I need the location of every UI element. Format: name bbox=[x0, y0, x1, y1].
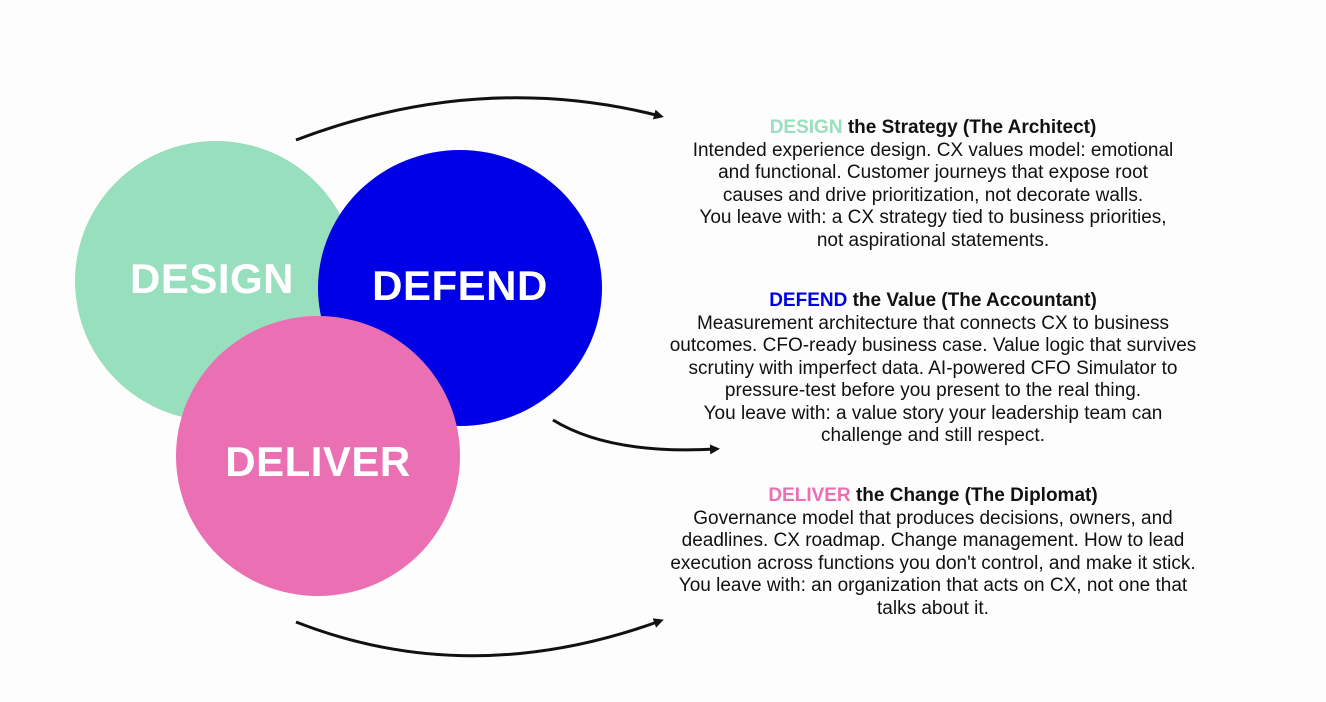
design-circle-label: DESIGN bbox=[130, 255, 294, 302]
arrow-to-deliver bbox=[295, 618, 664, 658]
defend-circle-label: DEFEND bbox=[372, 262, 548, 309]
design-line: and functional. Customer journeys that e… bbox=[718, 162, 1148, 183]
defend-title-rest: the Value (The Accountant) bbox=[847, 290, 1097, 311]
deliver-line: execution across functions you don't con… bbox=[670, 552, 1196, 574]
deliver-line: talks about it. bbox=[877, 597, 989, 619]
design-line: You leave with: a CX strategy tied to bu… bbox=[699, 207, 1167, 228]
arrow-to-defend bbox=[552, 418, 720, 455]
defend-section: DEFEND the Value (The Accountant) Measur… bbox=[623, 290, 1243, 448]
defend-section-title: DEFEND the Value (The Accountant) bbox=[623, 290, 1243, 313]
design-line: not aspirational statements. bbox=[816, 229, 1050, 251]
arrow-to-design bbox=[295, 96, 664, 142]
deliver-line: deadlines. CX roadmap. Change management… bbox=[681, 530, 1185, 551]
deliver-keyword: DELIVER bbox=[768, 485, 851, 506]
defend-line: pressure-test before you present to the … bbox=[724, 380, 1142, 401]
deliver-title-rest: the Change (The Diplomat) bbox=[850, 485, 1098, 506]
design-title-rest: the Strategy (The Architect) bbox=[842, 117, 1097, 138]
defend-line: Measurement architecture that connects C… bbox=[696, 312, 1170, 334]
design-line: causes and drive prioritization, not dec… bbox=[722, 184, 1144, 206]
defend-line: challenge and still respect. bbox=[821, 425, 1045, 446]
defend-line: outcomes. CFO-ready business case. Value… bbox=[669, 335, 1197, 356]
deliver-circle-label: DELIVER bbox=[225, 438, 411, 485]
defend-line: scrutiny with imperfect data. AI-powered… bbox=[688, 357, 1178, 379]
deliver-line: You leave with: an organization that act… bbox=[678, 575, 1188, 596]
defend-keyword: DEFEND bbox=[769, 290, 848, 311]
deliver-section: DELIVER the Change (The Diplomat) Govern… bbox=[623, 485, 1243, 620]
design-line: Intended experience design. CX values mo… bbox=[692, 139, 1174, 161]
deliver-section-title: DELIVER the Change (The Diplomat) bbox=[623, 485, 1243, 508]
design-keyword: DESIGN bbox=[769, 117, 843, 138]
deliver-line: Governance model that produces decisions… bbox=[693, 507, 1173, 529]
deliver-circle bbox=[176, 316, 460, 596]
design-section: DESIGN the Strategy (The Architect) Inte… bbox=[623, 117, 1243, 252]
design-section-title: DESIGN the Strategy (The Architect) bbox=[623, 117, 1243, 140]
defend-line: You leave with: a value story your leade… bbox=[703, 402, 1163, 424]
